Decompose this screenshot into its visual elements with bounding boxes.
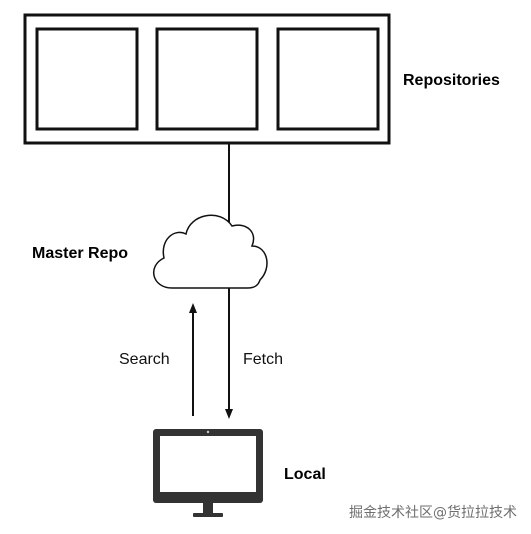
cloud-icon	[153, 214, 268, 289]
desktop-monitor-icon	[153, 429, 263, 517]
watermark-text: 掘金技术社区@货拉拉技术	[349, 505, 517, 521]
master-repo-label: Master Repo	[32, 245, 129, 262]
fetch-label: Fetch	[243, 351, 284, 368]
repositories-container	[23, 13, 391, 145]
repository-box-3	[276, 27, 380, 131]
repositories-label: Repositories	[403, 72, 500, 89]
local-label: Local	[284, 466, 326, 483]
search-label: Search	[119, 351, 170, 368]
repository-box-2	[155, 27, 259, 131]
repository-box-1	[35, 27, 139, 131]
